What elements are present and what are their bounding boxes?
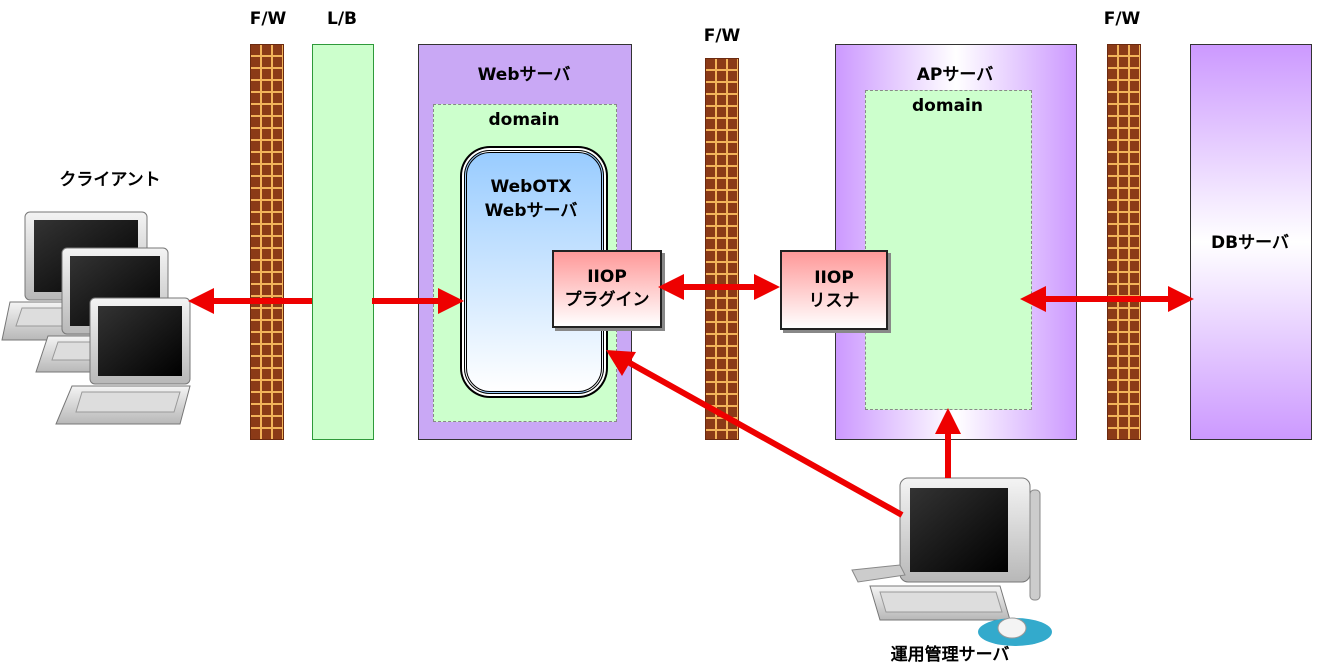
iiop-plugin-box: IIOP プラグイン — [552, 250, 662, 328]
iiop-listener-box: IIOP リスナ — [780, 250, 888, 330]
lb-label: L/B — [327, 9, 357, 29]
arrow-head-admin-webotx — [606, 350, 636, 376]
arrow-head-client — [188, 288, 214, 314]
arrow-head-listener — [754, 274, 780, 300]
ap-server-label: APサーバ — [916, 65, 994, 85]
firewall-2 — [705, 58, 739, 440]
arrow-head-db — [1168, 286, 1194, 312]
arrow-head-ap — [1020, 286, 1046, 312]
load-balancer — [312, 44, 374, 440]
admin-pc-icon — [851, 477, 1052, 646]
laptop-icon-3 — [55, 297, 191, 425]
iiop-plugin-line2: プラグイン — [564, 290, 650, 310]
fw-label-3: F/W — [1103, 9, 1141, 29]
iiop-listener-line2: リスナ — [808, 291, 860, 311]
fw-label-1: F/W — [249, 9, 287, 29]
admin-server-label: 運用管理サーバ — [890, 645, 1010, 665]
iiop-listener-line1: IIOP — [814, 268, 854, 288]
fw-label-2: F/W — [703, 26, 741, 46]
arrow-head-plugin — [658, 274, 684, 300]
client-label: クライアント — [59, 170, 161, 190]
arrow-head-admin-ap — [935, 408, 961, 434]
webotx-label-line1: WebOTX — [490, 177, 572, 197]
web-domain-label: domain — [488, 110, 560, 130]
arrow-head-webotx — [438, 288, 464, 314]
firewall-1 — [250, 44, 284, 440]
db-server-box — [1190, 44, 1312, 440]
ap-domain-label: domain — [912, 96, 983, 116]
iiop-plugin-line1: IIOP — [587, 267, 627, 287]
firewall-3 — [1107, 44, 1141, 440]
db-server-label: DBサーバ — [1211, 233, 1289, 253]
arrow-admin-webotx — [626, 359, 904, 518]
webotx-label-line2: Webサーバ — [484, 201, 578, 221]
webotx-label: WebOTX Webサーバ — [464, 175, 598, 223]
web-server-label: Webサーバ — [477, 65, 571, 85]
